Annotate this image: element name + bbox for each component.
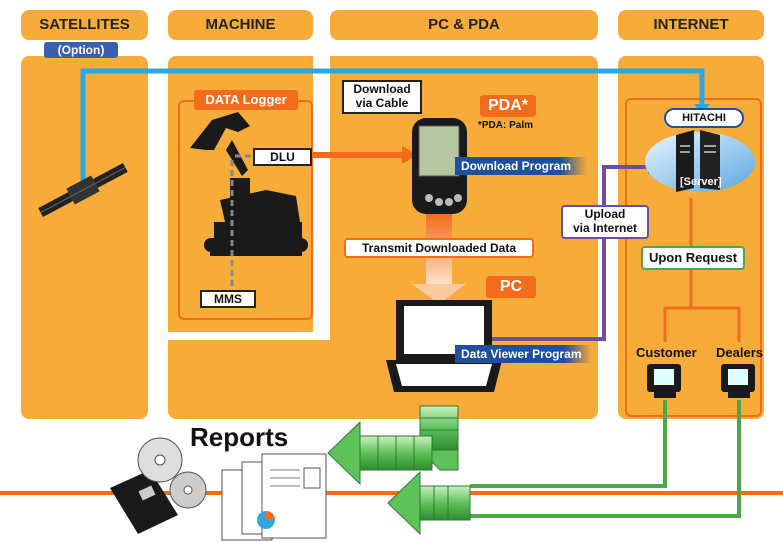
bottom-rule bbox=[0, 491, 783, 495]
green-pipe-pc bbox=[327, 405, 459, 486]
upload-line bbox=[492, 165, 652, 341]
machine-bottom-gap bbox=[168, 332, 330, 340]
pda-icon bbox=[412, 118, 467, 214]
satellite-link-line bbox=[80, 68, 705, 188]
server-icon bbox=[645, 130, 755, 192]
satellite-icon bbox=[38, 163, 128, 217]
server-label: [Server] bbox=[680, 176, 722, 188]
download-cable-line2: via Cable bbox=[355, 96, 409, 110]
customer-monitor-icon bbox=[647, 364, 681, 398]
mms-label: MMS bbox=[200, 290, 256, 308]
customer-dealer-branch bbox=[663, 306, 741, 342]
download-cable-line1: Download bbox=[353, 82, 411, 96]
dealer-return-line bbox=[470, 400, 741, 518]
pda-title: PDA* bbox=[480, 95, 536, 117]
upload-internet-line1: Upload bbox=[584, 207, 626, 221]
data-logger-label: DATA Logger bbox=[194, 90, 298, 110]
customer-label: Customer bbox=[636, 345, 697, 360]
machine-pc-divider bbox=[313, 56, 330, 332]
excavator-icon bbox=[190, 112, 308, 256]
transmit-arrowhead bbox=[412, 284, 466, 304]
pc-title: PC bbox=[486, 276, 536, 298]
dlu-label: DLU bbox=[253, 148, 312, 166]
dealers-label: Dealers bbox=[716, 345, 763, 360]
green-arrow-bottom bbox=[387, 470, 471, 536]
internet-inner-box bbox=[625, 98, 762, 417]
dealer-monitor-icon bbox=[721, 364, 755, 398]
hitachi-logo: HITACHI bbox=[664, 108, 744, 128]
cable-arrowhead bbox=[402, 146, 418, 164]
column-divider bbox=[313, 40, 330, 56]
internet-column-header: INTERNET bbox=[618, 10, 764, 40]
pc-icon bbox=[386, 300, 502, 392]
satellites-column-header: SATELLITES bbox=[21, 10, 148, 40]
option-tag: (Option) bbox=[44, 42, 118, 58]
download-program-tag: Download Program bbox=[455, 157, 587, 175]
customer-return-line bbox=[470, 400, 667, 488]
upload-internet-label: Upload via Internet bbox=[561, 205, 649, 239]
pda-note: *PDA: Palm bbox=[478, 120, 534, 131]
transmit-data-label: Transmit Downloaded Data bbox=[344, 238, 534, 258]
machine-column-header: MACHINE bbox=[168, 10, 313, 40]
download-cable-label: Download via Cable bbox=[342, 80, 422, 114]
reports-icon bbox=[110, 437, 327, 541]
data-viewer-program-tag: Data Viewer Program bbox=[455, 345, 592, 363]
reports-label: Reports bbox=[190, 422, 289, 452]
pc-pda-column-header: PC & PDA bbox=[330, 10, 598, 40]
upload-internet-line2: via Internet bbox=[572, 221, 638, 235]
upon-request-label: Upon Request bbox=[641, 246, 745, 270]
